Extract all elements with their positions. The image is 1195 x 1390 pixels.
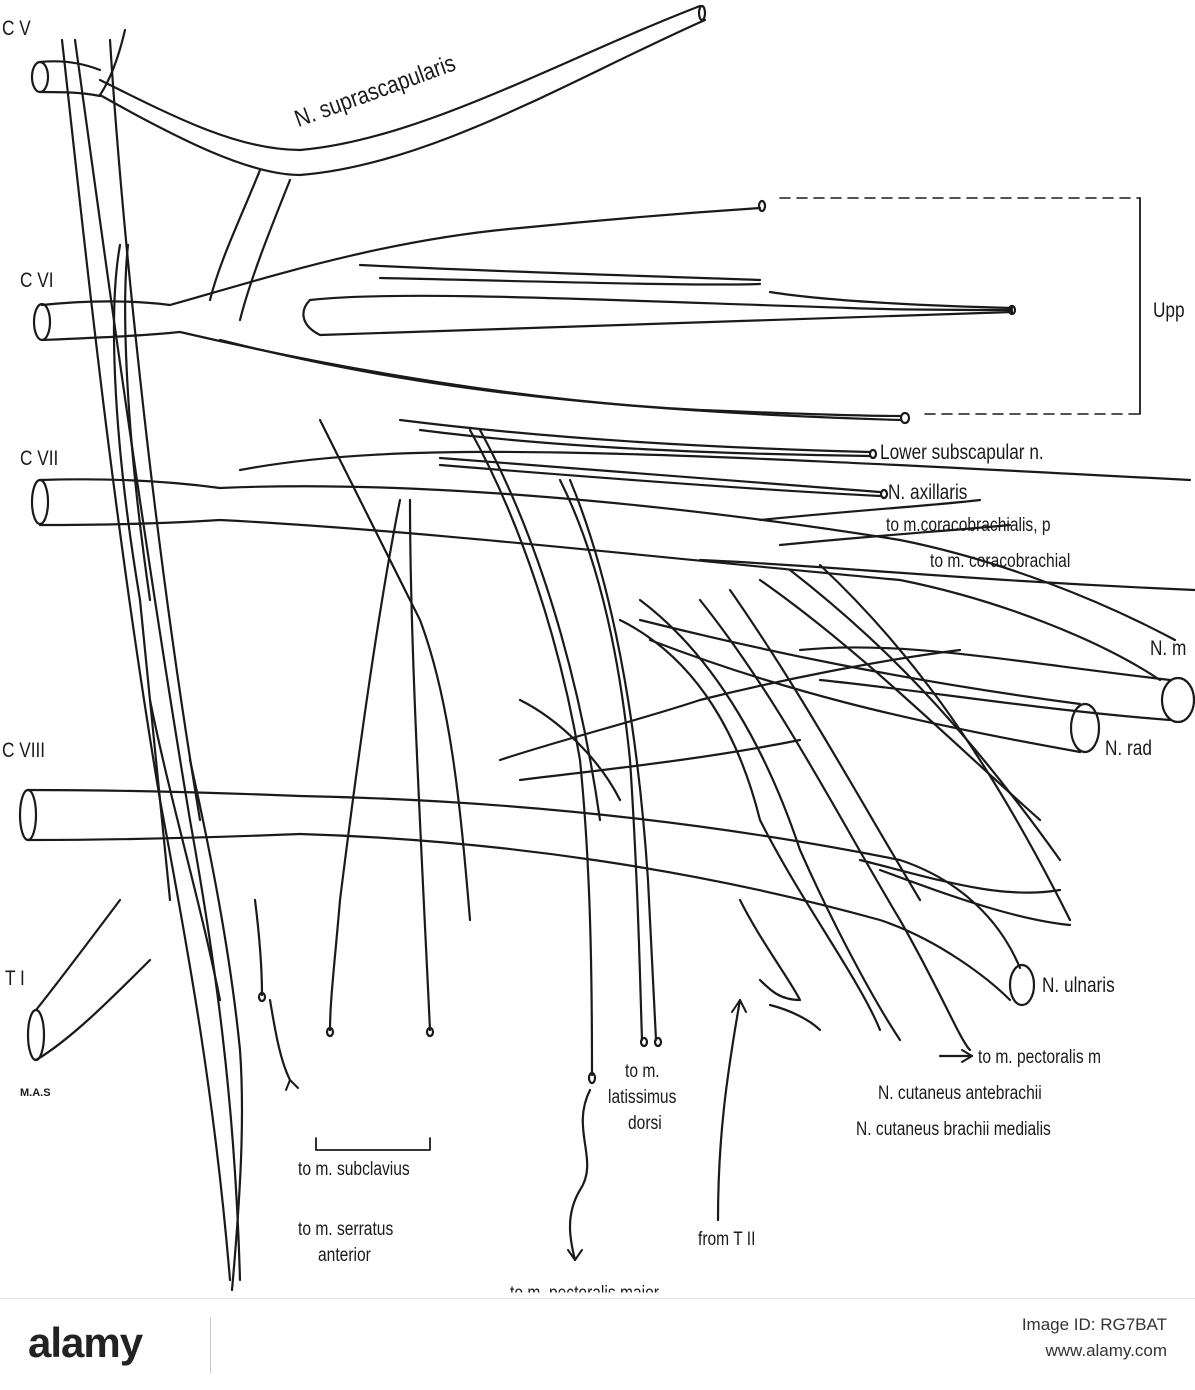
suprascapular-nerve: [98, 4, 707, 177]
alamy-logo[interactable]: alamy: [28, 1319, 143, 1367]
image-id: Image ID: RG7BAT: [1021, 1315, 1167, 1334]
lower-cords: [298, 563, 1072, 1052]
label-initials: M.A.S: [20, 1087, 51, 1099]
root-cv-cap: [30, 60, 50, 94]
logo-text-end: y: [119, 1319, 143, 1366]
stump-n-m: [1160, 676, 1195, 724]
label-lower-subscapular: Lower subscapular n.: [880, 441, 1044, 464]
label-radialis: N. rad: [1105, 737, 1152, 760]
root-stumps: [18, 60, 302, 1062]
label-upper: Upp: [1153, 299, 1185, 322]
label-pectoralis-minor: to m. pectoralis m: [978, 1047, 1101, 1068]
label-n-m: N. m: [1150, 637, 1187, 660]
root-cviii-cap: [18, 788, 38, 842]
label-cutaneus-brachii: N. cutaneus brachii medialis: [856, 1119, 1051, 1140]
label-cvi: C VI: [20, 269, 54, 292]
root-cv: [38, 60, 102, 98]
label-anterior: anterior: [318, 1245, 371, 1266]
label-latissimus: latissimus: [608, 1087, 677, 1108]
root-cvii-cap: [30, 478, 50, 526]
watermark-info: Image ID: RG7BAT www.alamy.com: [1022, 1315, 1167, 1361]
watermark-divider: [210, 1317, 211, 1373]
label-cutaneus-antebrachii: N. cutaneus antebrachii: [878, 1083, 1042, 1104]
long-descending-fibres: [60, 28, 244, 1292]
label-ulnaris: N. ulnaris: [1042, 974, 1115, 997]
label-cv: C V: [2, 17, 31, 40]
label-dorsi: dorsi: [628, 1113, 662, 1134]
label-cvii: C VII: [20, 447, 59, 470]
label-from-tii: from T II: [698, 1229, 756, 1250]
label-cviii: C VIII: [2, 739, 46, 762]
root-ti: [34, 898, 152, 1062]
site-url[interactable]: www.alamy.com: [1045, 1341, 1167, 1360]
watermark-band: alamy Image ID: RG7BAT www.alamy.com: [0, 1298, 1195, 1390]
root-cviii: [26, 788, 302, 842]
label-pectoralis-major: to m. pectoralis major: [510, 1283, 659, 1304]
label-axillaris: N. axillaris: [888, 481, 968, 504]
middle-cords: [218, 450, 1195, 754]
brachial-plexus-diagram: C V C VI C VII C VIII T I M.A.S N. supra…: [2, 4, 1195, 1293]
label-ti: T I: [5, 967, 25, 990]
upper-subscapular-bracket: [779, 197, 1141, 415]
label-subclavius: to m. subclavius: [298, 1159, 410, 1180]
root-ti-cap: [26, 1008, 46, 1062]
root-cvi-cap: [32, 302, 52, 342]
logo-text-main: alam: [28, 1319, 121, 1366]
muscle-branches: [253, 418, 974, 1262]
label-to-m: to m.: [625, 1061, 660, 1082]
upper-trunk-branches: [168, 168, 1017, 500]
label-coracobrachialis-p: to m.coracobrachialis, p: [886, 515, 1051, 536]
nerve-drawing: [18, 4, 1195, 1292]
subclavius-bracket: [315, 1137, 431, 1151]
label-coracobrachial: to m. coracobrachial: [930, 551, 1071, 572]
stump-ulnaris: [1008, 963, 1036, 1007]
label-serratus: to m. serratus: [298, 1219, 394, 1240]
stump-radialis: [1069, 702, 1101, 754]
root-cvii: [38, 478, 222, 527]
